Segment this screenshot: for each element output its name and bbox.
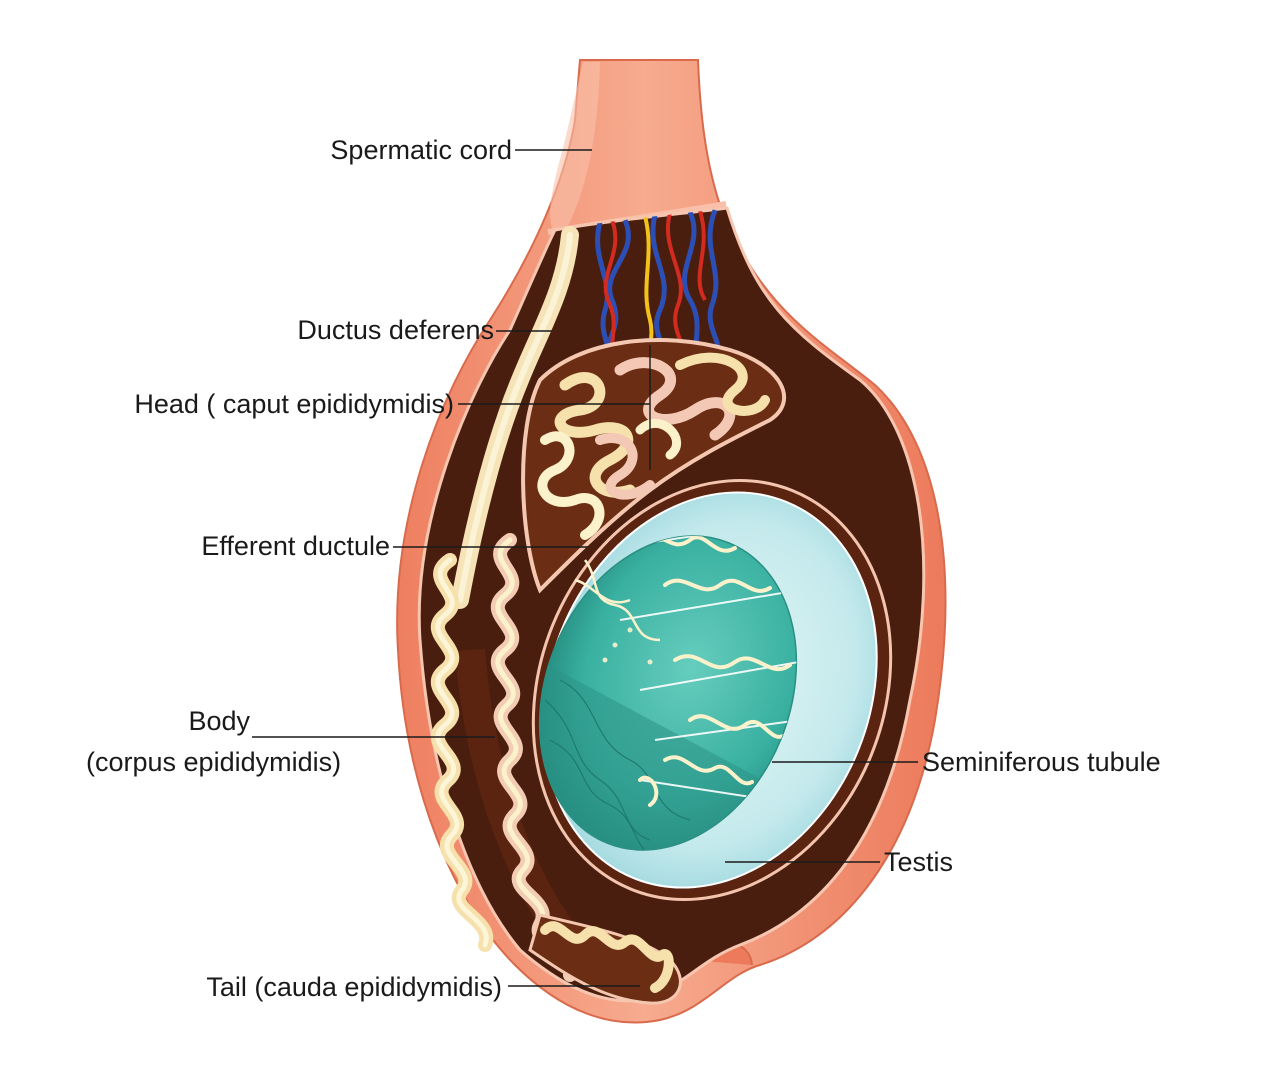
- head-coils: [537, 352, 770, 540]
- label-text-head: Head ( caput epididymidis): [134, 389, 454, 419]
- label-text-body-line1: Body: [188, 706, 250, 736]
- label-text-tail: Tail (cauda epididymidis): [206, 972, 502, 1002]
- label-text-testis: Testis: [884, 847, 953, 877]
- label-text-spermatic-cord: Spermatic cord: [330, 135, 512, 165]
- label-head: Head ( caput epididymidis): [134, 345, 651, 470]
- label-seminiferous-tubule: Seminiferous tubule: [772, 747, 1161, 777]
- label-ductus-deferens: Ductus deferens: [297, 315, 552, 345]
- label-text-seminiferous-tubule: Seminiferous tubule: [922, 747, 1161, 777]
- label-tail: Tail (cauda epididymidis): [206, 972, 640, 1002]
- epididymis-tail: [528, 913, 682, 1005]
- label-text-efferent-ductule: Efferent ductule: [201, 531, 390, 561]
- epididymis-head: [521, 338, 787, 594]
- testis: [520, 479, 893, 901]
- label-text-ductus-deferens: Ductus deferens: [297, 315, 494, 345]
- label-testis: Testis: [725, 847, 953, 877]
- label-body: Body (corpus epididymidis): [86, 706, 495, 777]
- label-spermatic-cord: Spermatic cord: [330, 135, 592, 165]
- ductus-deferens: [451, 226, 579, 609]
- label-efferent-ductule: Efferent ductule: [201, 531, 588, 561]
- label-text-body-line2: (corpus epididymidis): [86, 747, 341, 777]
- epididymis-body: [430, 533, 579, 982]
